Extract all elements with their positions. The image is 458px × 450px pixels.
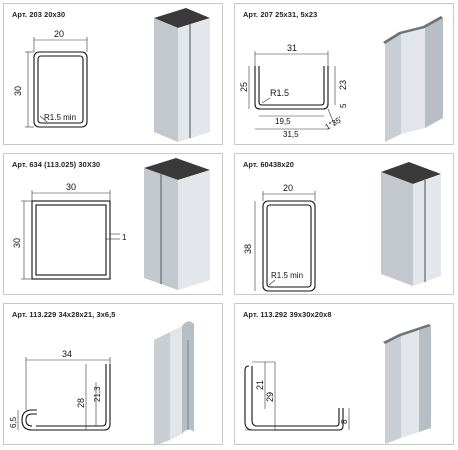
dim-bottom: 31,5 [283,130,299,139]
card-title: Арт. 207 25x31, 5x23 [243,10,318,19]
dim-height: 30 [13,86,23,96]
profile-card-203: Арт. 203 20x30 20 30 R1.5 min [3,3,223,145]
card-title: Арт. 113.292 39x30x20x8 [243,310,332,319]
card-title: Арт. 634 (113.025) 30X30 [12,160,101,169]
profile-card-634: Арт. 634 (113.025) 30X30 30 30 1 [3,153,223,295]
profile-3d-view [144,158,210,290]
profile-3d-view [154,321,194,446]
dim-lip: 6,5 [9,416,18,428]
profile-card-604: Арт. 60438x20 20 38 R1.5 min [234,153,454,295]
dim-width: 30 [66,182,76,192]
dim-inner: 21,3 [93,386,102,402]
dim-radius: R1.5 [270,88,289,98]
card-title: Арт. 203 20x30 [12,10,66,19]
dim-width: 20 [54,29,64,39]
profile-card-113292: Арт. 113.292 39x30x20x8 21 29 8 [234,303,454,445]
section-inner [251,366,340,427]
section-outer [254,66,329,110]
profile-card-207: Арт. 207 25x31, 5x23 31 25 23 5 R1.5 19,… [234,3,454,145]
section-inner [266,204,312,288]
profile-drawing: 20 38 R1.5 min [243,162,441,292]
dim-height: 28 [76,398,86,408]
profile-drawing: 21 29 8 [244,324,431,444]
profile-drawing: 20 30 R1.5 min [13,8,210,142]
profile-3d-view [381,162,441,286]
profile-3d-view [154,8,210,142]
dim-width: 34 [62,349,72,359]
section-outer [32,364,111,431]
dim-height: 38 [243,244,253,254]
dim-left: 25 [239,82,249,92]
dim-inner: 21 [255,380,265,390]
card-title: Арт. 60438x20 [243,160,295,169]
dim-right-small: 5 [339,103,348,108]
dim-lip: 8 [340,419,349,424]
dim-top: 31 [287,43,297,53]
profile-drawing: 30 30 1 [12,158,210,290]
profile-drawing: 34 28 21,3 6,5 [9,321,194,446]
dim-height: 30 [12,238,22,248]
dim-width: 20 [283,183,293,193]
dim-height: 29 [265,392,275,402]
profile-3d-view [383,324,431,444]
dim-bottom-inner: 19,5 [275,117,291,126]
section-inner [258,66,325,106]
section-inner [35,204,107,276]
profile-card-113229: Арт. 113.229 34x28x21, 3x6,5 34 28 21,3 … [3,303,223,446]
section-inner [36,364,107,427]
card-title: Арт. 113.229 34x28x21, 3x6,5 [12,310,116,319]
dim-radius: R1.5 min [44,113,76,122]
profile-drawing: 31 25 23 5 R1.5 19,5 31,5 1°35' [239,16,443,142]
section-outer [31,200,111,280]
dim-right: 23 [338,80,348,90]
section-outer [33,51,88,128]
section-outer [262,200,316,292]
profile-3d-view [383,16,443,142]
dim-angle: 1°35' [324,115,345,132]
dim-radius: R1.5 min [271,271,303,280]
section-outer [244,365,344,431]
dim-thickness: 1 [122,233,127,242]
section-inner [37,55,84,124]
